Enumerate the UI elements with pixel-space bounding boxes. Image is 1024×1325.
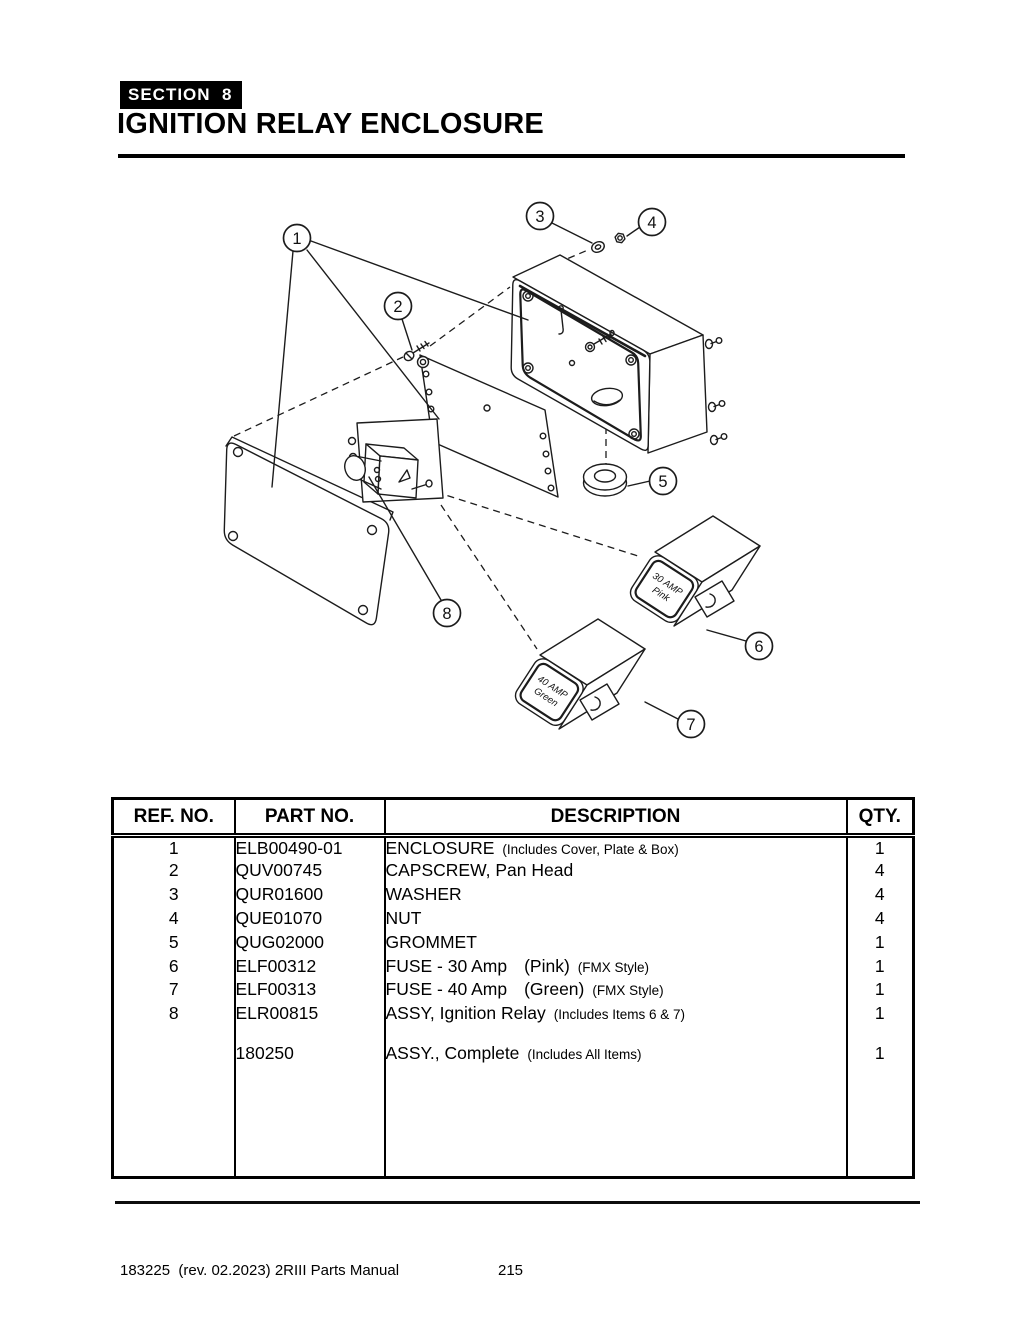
exploded-diagram: 30 AMP Pink 40 AMP Green: [223, 201, 774, 739]
svg-text:2: 2: [393, 298, 402, 316]
ignition-relay-assembly: [344, 418, 444, 503]
table-row: 8 ELR00815 ASSY, Ignition Relay(Includes…: [111, 1002, 915, 1026]
header-part-no: PART NO.: [233, 798, 386, 838]
callout-2: 2: [383, 291, 413, 321]
assembly-axis-dashes: [233, 249, 639, 650]
nut: [614, 232, 626, 244]
header-ref-no: REF. NO.: [111, 798, 236, 838]
footer-doc-info: 183225 (rev. 02.2023) 2RIII Parts Manual: [120, 1262, 400, 1279]
svg-text:5: 5: [658, 473, 667, 491]
capscrew: [403, 340, 430, 362]
mounting-plate: [416, 354, 559, 498]
table-filler-row: [111, 1065, 915, 1178]
parts-table: REF. NO. PART NO. DESCRIPTION QTY. 1 ELB…: [111, 797, 915, 1180]
callout-8: 8: [432, 598, 462, 628]
table-row: 6 ELF00312 FUSE - 30 Amp(Pink)(FMX Style…: [111, 954, 915, 979]
table-row-blank: [111, 1025, 915, 1042]
svg-text:1: 1: [292, 230, 301, 248]
callout-3: 3: [525, 201, 555, 231]
callout-1: 1: [282, 223, 312, 253]
page-title: IGNITION RELAY ENCLOSURE: [117, 108, 544, 140]
svg-text:7: 7: [686, 716, 695, 734]
table-header-row: REF. NO. PART NO. DESCRIPTION QTY.: [111, 798, 915, 838]
fuse-40amp: 40 AMP Green: [514, 618, 646, 730]
grommet: [582, 463, 628, 497]
svg-text:8: 8: [442, 605, 451, 623]
table-row: 2 QUV00745 CAPSCREW, Pan Head 4: [111, 859, 915, 884]
svg-text:3: 3: [535, 208, 544, 226]
table-row: 180250 ASSY., Complete(Includes All Item…: [111, 1041, 915, 1066]
callout-5: 5: [648, 466, 678, 496]
washer: [591, 241, 605, 253]
svg-text:4: 4: [647, 214, 656, 232]
callout-leader-lines: [271, 222, 747, 720]
enclosure-box: [510, 254, 728, 454]
callout-6: 6: [744, 631, 774, 661]
box-stud: [584, 329, 615, 353]
svg-text:6: 6: [754, 638, 763, 656]
fuse-30amp: 30 AMP Pink: [629, 515, 761, 627]
header-description: DESCRIPTION: [383, 798, 848, 838]
table-row: 3 QUR01600 WASHER 4: [111, 883, 915, 907]
box-side-studs: [704, 337, 728, 446]
title-rule: [118, 154, 905, 158]
callout-4: 4: [637, 207, 667, 237]
table-row: 5 QUG02000 GROMMET 1: [111, 930, 915, 955]
table-row: 4 QUE01070 NUT 4: [111, 906, 915, 931]
section-badge: SECTION 8: [120, 81, 243, 109]
table-row: 1 ELB00490-01 ENCLOSURE(Includes Cover, …: [111, 835, 915, 860]
callout-7: 7: [676, 709, 706, 739]
table-row: 7 ELF00313 FUSE - 40 Amp(Green)(FMX Styl…: [111, 978, 915, 1003]
footer-rule: [115, 1201, 920, 1204]
footer-page-number: 215: [498, 1262, 524, 1279]
header-qty: QTY.: [845, 798, 915, 838]
